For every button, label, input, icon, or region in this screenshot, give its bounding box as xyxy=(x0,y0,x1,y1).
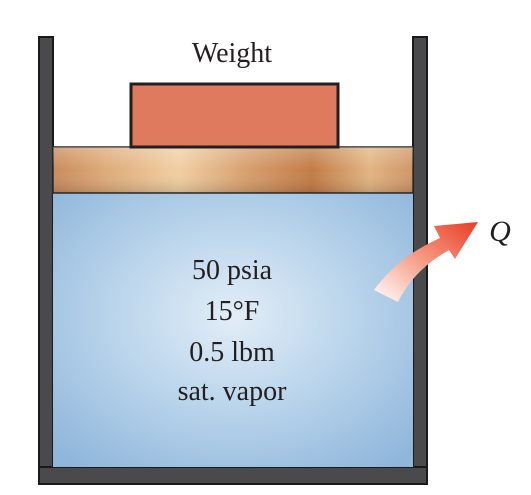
pressure-label: 50 psia xyxy=(192,255,273,286)
vapor-region xyxy=(53,193,413,467)
mass-label: 0.5 lbm xyxy=(189,337,275,368)
cylinder-bottom-wall xyxy=(38,466,428,485)
heat-arrow xyxy=(374,222,478,302)
cylinder-left-wall xyxy=(38,36,54,485)
weight-label: Weight xyxy=(192,38,272,69)
temperature-label: 15°F xyxy=(205,296,260,327)
heat-label: Q xyxy=(489,215,511,248)
phase-label: sat. vapor xyxy=(178,376,288,407)
weight-block xyxy=(129,82,340,149)
